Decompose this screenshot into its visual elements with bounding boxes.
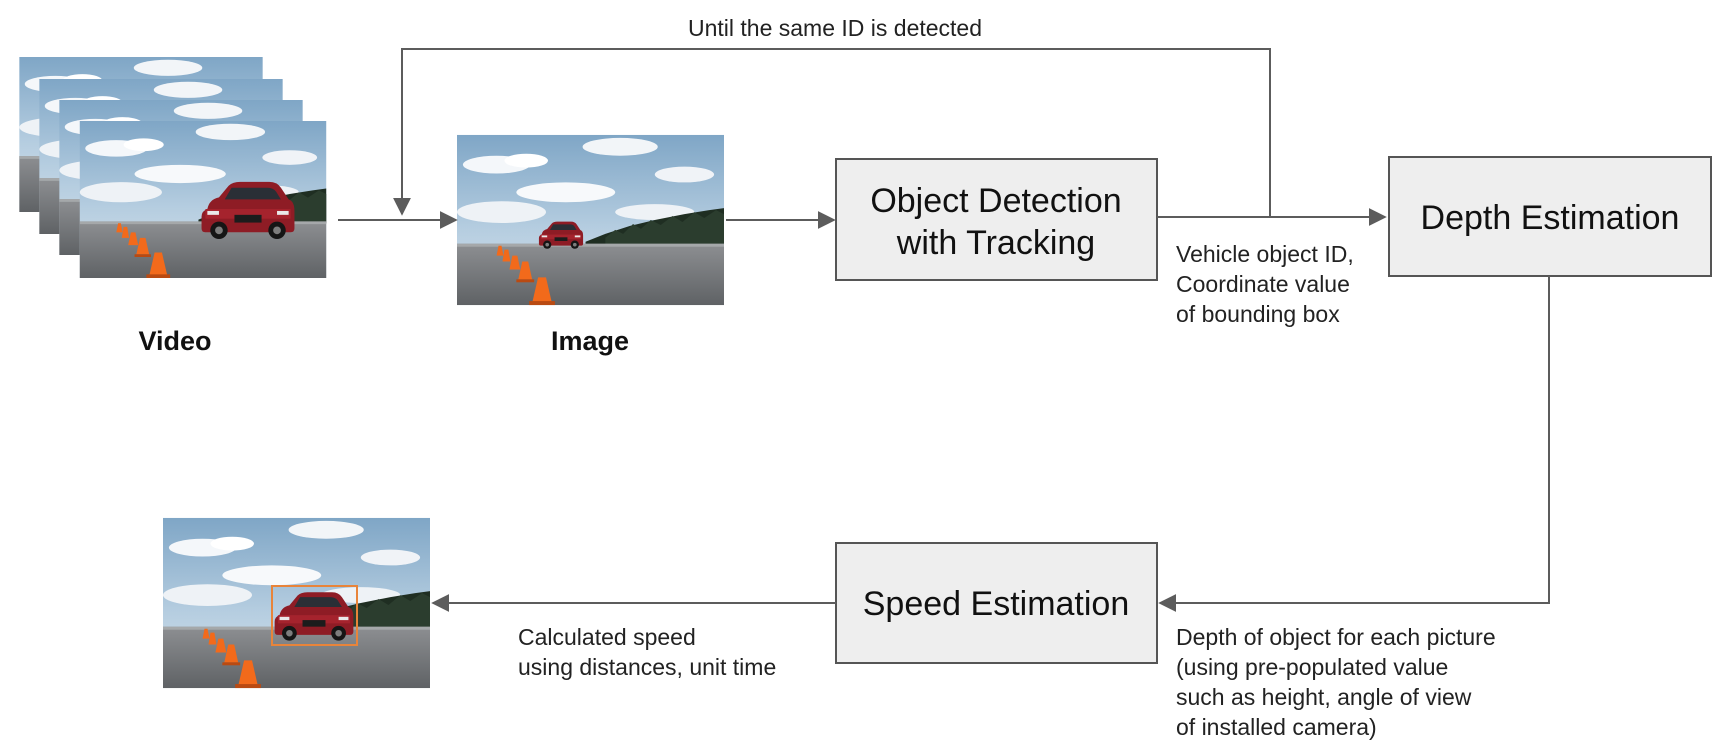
label-speed-output-1: Calculated speed (518, 624, 696, 650)
image-frame (457, 134, 724, 306)
label-depth-output-4: of installed camera) (1176, 714, 1377, 740)
node-depth-estimation-label: Depth Estimation (1421, 199, 1680, 237)
video-frame-stack (19, 57, 327, 278)
label-detection-output-2: Coordinate value (1176, 271, 1350, 297)
caption-image: Image (551, 326, 629, 356)
output-image-frame (163, 517, 430, 689)
node-object-detection-line1: Object Detection (870, 182, 1121, 220)
video-frame-front (79, 121, 327, 278)
label-speed-output-2: using distances, unit time (518, 654, 776, 680)
label-detection-output-1: Vehicle object ID, (1176, 241, 1354, 267)
node-object-detection-line2: with Tracking (896, 224, 1095, 262)
edge-loop-back (393, 48, 1271, 217)
edge-depth-to-speed (1158, 276, 1550, 612)
bounding-box-overlay (271, 585, 358, 646)
label-depth-output-1: Depth of object for each picture (1176, 624, 1496, 650)
label-loop: Until the same ID is detected (688, 15, 982, 41)
node-depth-estimation: Depth Estimation (1388, 156, 1712, 277)
caption-video: Video (138, 326, 211, 356)
label-detection-output-3: of bounding box (1176, 301, 1340, 327)
label-depth-output-2: (using pre-populated value (1176, 654, 1448, 680)
label-depth-output-3: such as height, angle of view (1176, 684, 1472, 710)
node-object-detection: Object Detection with Tracking (835, 158, 1158, 281)
node-speed-estimation-label: Speed Estimation (863, 585, 1130, 623)
node-speed-estimation: Speed Estimation (835, 542, 1158, 664)
